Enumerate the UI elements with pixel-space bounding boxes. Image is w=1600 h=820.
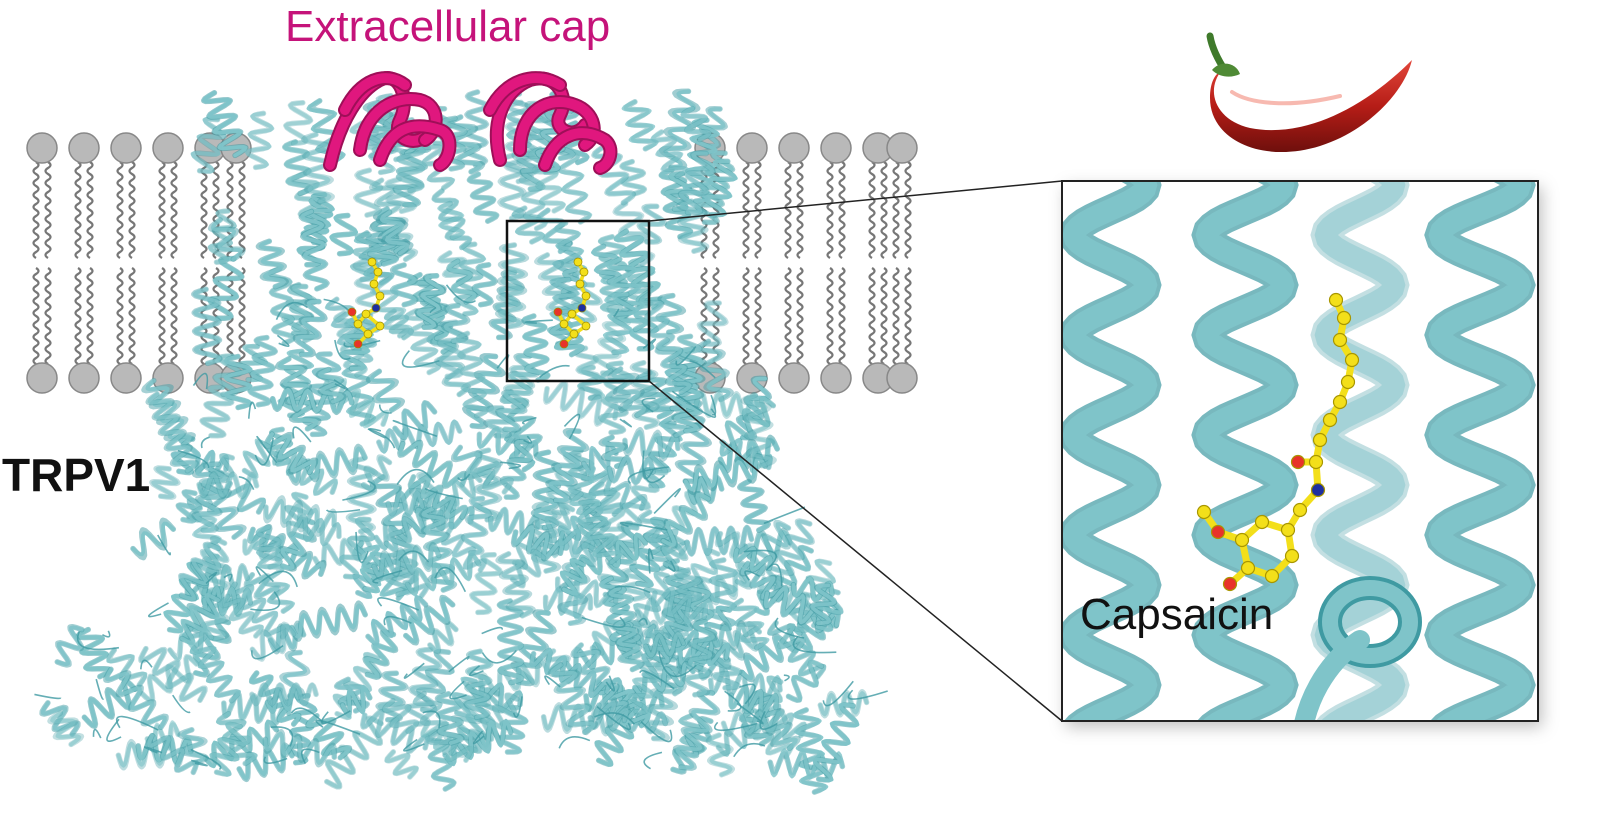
protein-label: TRPV1 — [2, 449, 151, 501]
extracellular-cap-structure — [323, 71, 618, 175]
binding-site-inset — [1061, 180, 1539, 722]
zoom-connector-top — [648, 180, 1063, 222]
zoom-region-box — [505, 219, 651, 383]
capsaicin-label: Capsaicin — [1080, 590, 1274, 639]
membrane-lipids-left — [26, 132, 252, 394]
capsaicin-binding-sites — [347, 257, 591, 349]
chili-pepper-icon — [1206, 32, 1412, 153]
trpv1-protein-structure — [34, 88, 888, 795]
zoom-connector-bottom — [648, 380, 1063, 722]
extracellular-cap-label: Extracellular cap — [285, 2, 611, 51]
